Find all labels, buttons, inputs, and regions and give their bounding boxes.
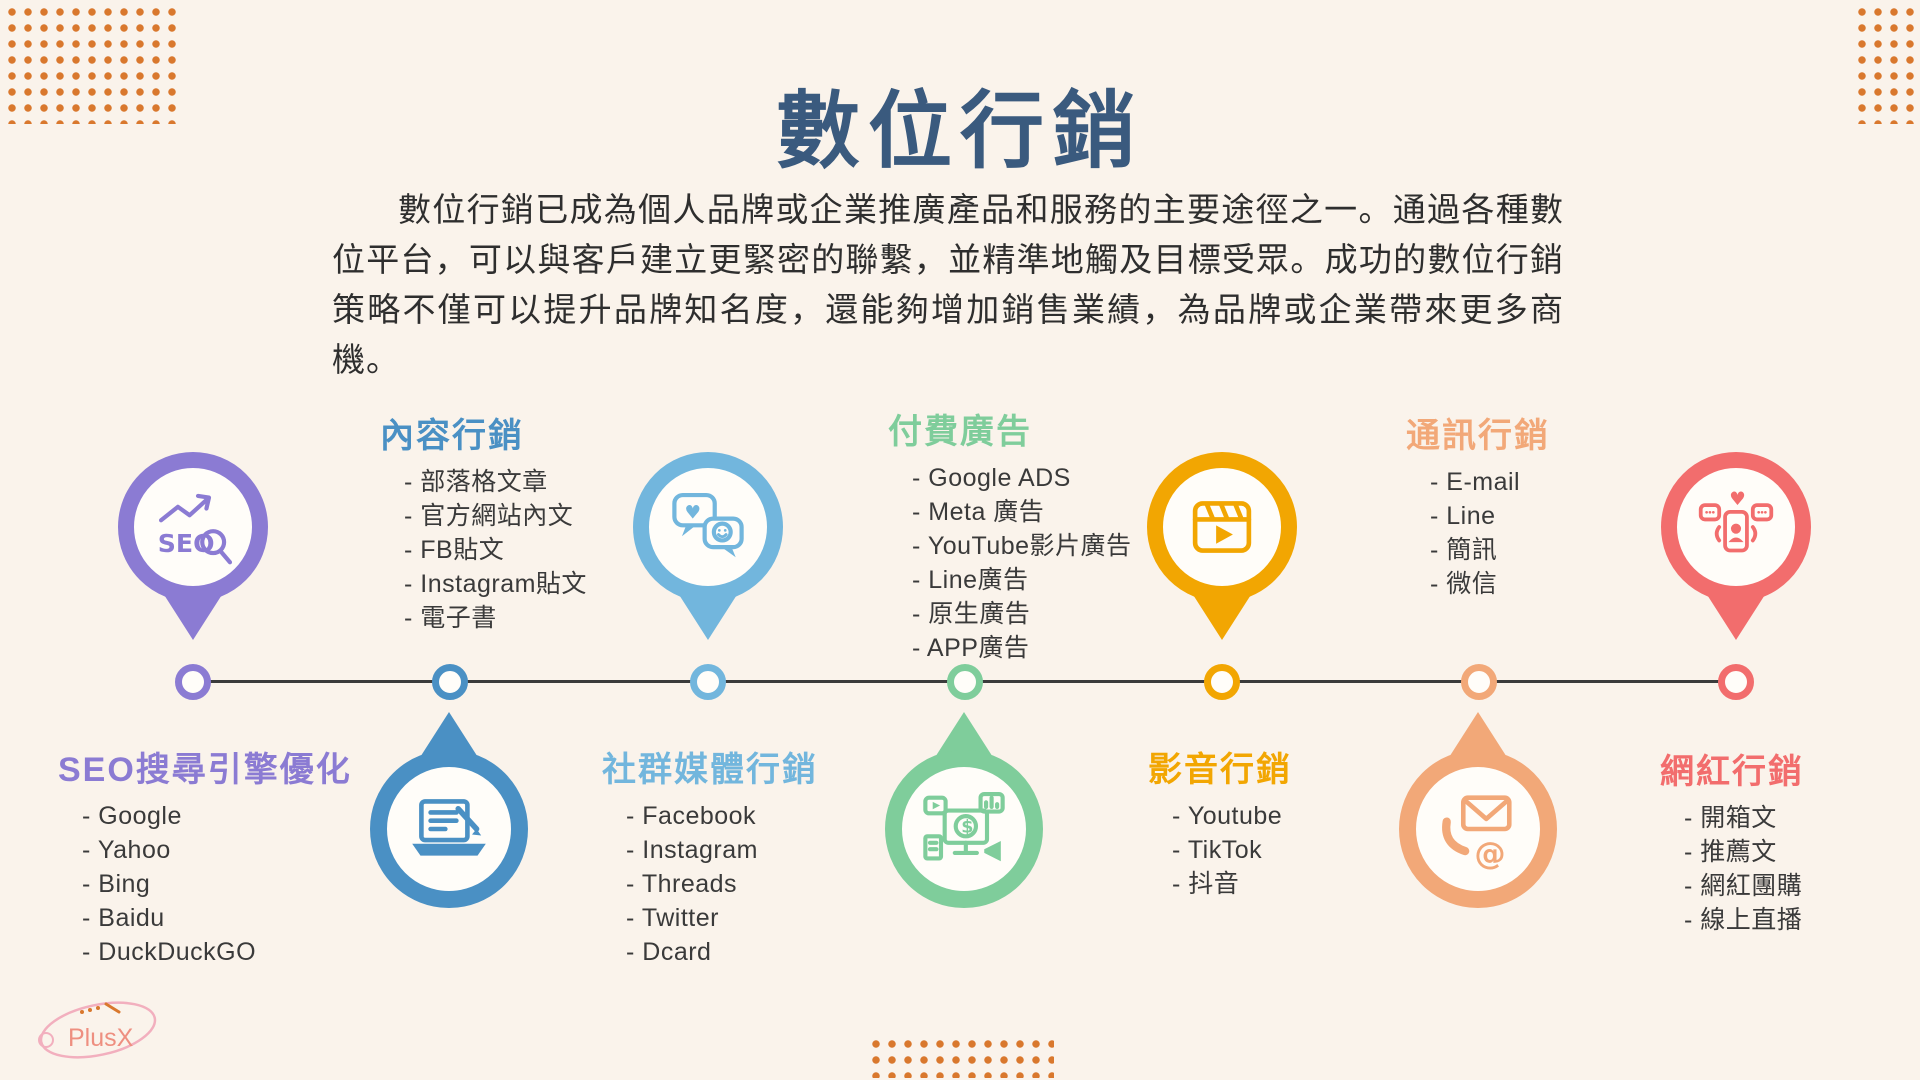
list-item: - DuckDuckGO bbox=[82, 938, 257, 966]
list-item: - E-mail bbox=[1430, 468, 1521, 496]
svg-text:$: $ bbox=[961, 818, 973, 838]
influencer-pin: ♥ bbox=[1661, 452, 1811, 640]
list-item: - 微信 bbox=[1430, 570, 1498, 598]
category-list: - Google - Yahoo - Bing - Baidu - DuckDu… bbox=[58, 799, 352, 969]
list-item: - Line廣告 bbox=[912, 566, 1029, 594]
video-pin bbox=[1147, 452, 1297, 640]
category-list: - Facebook - Instagram - Threads - Twitt… bbox=[602, 799, 818, 969]
category-title: SEO搜尋引擎優化 bbox=[58, 751, 352, 789]
list-item: - Baidu bbox=[82, 904, 165, 932]
list-item: - APP廣告 bbox=[912, 634, 1030, 662]
laptop-writing-icon bbox=[412, 799, 486, 856]
category-influencer: 網紅行銷 - 開箱文 - 推薦文 - 網紅團購 - 線上直播 bbox=[1660, 744, 1804, 937]
paid-ads-pin-circle: $ bbox=[885, 750, 1043, 908]
page-title: 數位行銷 bbox=[775, 86, 1144, 179]
category-list: - Youtube - TikTok - 抖音 bbox=[1148, 799, 1292, 901]
content-pin bbox=[370, 712, 528, 908]
timeline-node-video bbox=[1204, 664, 1240, 700]
list-item: - 網紅團購 bbox=[1684, 872, 1803, 900]
dots-decoration-top-right bbox=[1854, 4, 1918, 124]
category-content: 內容行銷 - 部落格文章 - 官方網站內文 - FB貼文 - Instagram… bbox=[380, 408, 587, 635]
category-title: 付費廣告 bbox=[888, 413, 1032, 451]
plusx-logo-icon: PlusX bbox=[38, 1001, 157, 1059]
video-pin-pointer bbox=[1190, 590, 1254, 640]
list-item: - Bing bbox=[82, 870, 151, 898]
list-item: - Google ADS bbox=[912, 464, 1071, 492]
svg-text:@: @ bbox=[1474, 836, 1505, 872]
seo-pin-circle: SEO bbox=[118, 452, 268, 602]
intro-paragraph: 數位行銷已成為個人品牌或企業推廣產品和服務的主要途徑之一。通過各種數位平台，可以… bbox=[332, 193, 1564, 379]
category-social: 社群媒體行銷 - Facebook - Instagram - Threads … bbox=[602, 742, 818, 969]
social-pin: ♥ bbox=[633, 452, 783, 640]
timeline-node-content bbox=[432, 664, 468, 700]
list-item: - TikTok bbox=[1172, 836, 1263, 864]
list-item: - Instagram貼文 bbox=[404, 570, 587, 598]
category-title: 影音行銷 bbox=[1148, 751, 1292, 789]
category-messaging: 通訊行銷 - E-mail - Line - 簡訊 - 微信 bbox=[1406, 408, 1550, 601]
list-item: - 線上直播 bbox=[1684, 906, 1803, 934]
list-item: - Twitter bbox=[626, 904, 719, 932]
list-item: - YouTube影片廣告 bbox=[912, 532, 1132, 560]
messaging-pin: @ bbox=[1399, 712, 1557, 908]
mail-phone-icon: @ bbox=[1442, 795, 1512, 872]
influencer-pin-pointer bbox=[1704, 590, 1768, 640]
chat-bubbles-icon: ♥ bbox=[672, 492, 744, 558]
list-item: - Yahoo bbox=[82, 836, 171, 864]
list-item: - 電子書 bbox=[404, 604, 497, 632]
svg-text:♥: ♥ bbox=[1729, 489, 1746, 510]
content-pin-circle bbox=[370, 750, 528, 908]
social-pin-circle: ♥ bbox=[633, 452, 783, 602]
list-item: - Google bbox=[82, 802, 182, 830]
category-title: 網紅行銷 bbox=[1660, 753, 1804, 791]
category-seo: SEO搜尋引擎優化 - Google - Yahoo - Bing - Baid… bbox=[58, 742, 352, 969]
ads-monitor-icon: $ bbox=[923, 791, 1005, 862]
list-item: - Youtube bbox=[1172, 802, 1283, 830]
dots-decoration-bottom-center bbox=[868, 1036, 1054, 1078]
messaging-pin-circle: @ bbox=[1399, 750, 1557, 908]
list-item: - Dcard bbox=[626, 938, 712, 966]
video-clapper-icon bbox=[1192, 501, 1252, 553]
list-item: - Instagram bbox=[626, 836, 758, 864]
category-list: - 開箱文 - 推薦文 - 網紅團購 - 線上直播 bbox=[1660, 801, 1804, 937]
influencer-pin-circle: ♥ bbox=[1661, 452, 1811, 602]
category-list: - E-mail - Line - 簡訊 - 微信 bbox=[1406, 465, 1550, 601]
category-title: 內容行銷 bbox=[380, 417, 524, 455]
category-title: 通訊行銷 bbox=[1406, 417, 1550, 455]
influencer-phone-icon: ♥ bbox=[1698, 489, 1774, 553]
paid-ads-pin: $ bbox=[885, 712, 1043, 908]
category-paid-ads: 付費廣告 - Google ADS - Meta 廣告 - YouTube影片廣… bbox=[888, 404, 1132, 665]
list-item: - 簡訊 bbox=[1430, 536, 1498, 564]
timeline-node-seo bbox=[175, 664, 211, 700]
list-item: - Line bbox=[1430, 502, 1496, 530]
social-pin-pointer bbox=[676, 590, 740, 640]
dots-decoration-top-left bbox=[4, 4, 182, 124]
list-item: - FB貼文 bbox=[404, 536, 505, 564]
list-item: - Threads bbox=[626, 870, 738, 898]
timeline-node-paid-ads bbox=[947, 664, 983, 700]
plusx-logo: PlusX bbox=[26, 982, 176, 1075]
list-item: - Facebook bbox=[626, 802, 757, 830]
category-title: 社群媒體行銷 bbox=[602, 751, 818, 789]
timeline-node-messaging bbox=[1461, 664, 1497, 700]
category-list: - 部落格文章 - 官方網站內文 - FB貼文 - Instagram貼文 - … bbox=[380, 465, 587, 635]
category-video: 影音行銷 - Youtube - TikTok - 抖音 bbox=[1148, 742, 1292, 901]
list-item: - 推薦文 bbox=[1684, 838, 1777, 866]
list-item: - 原生廣告 bbox=[912, 600, 1031, 628]
plusx-logo-text: PlusX bbox=[68, 1024, 134, 1052]
list-item: - 部落格文章 bbox=[404, 468, 548, 496]
video-pin-circle bbox=[1147, 452, 1297, 602]
category-list: - Google ADS - Meta 廣告 - YouTube影片廣告 - L… bbox=[888, 461, 1132, 665]
seo-pin-pointer bbox=[161, 590, 225, 640]
timeline-node-social bbox=[690, 664, 726, 700]
list-item: - 開箱文 bbox=[1684, 804, 1777, 832]
svg-text:♥: ♥ bbox=[684, 503, 701, 524]
seo-magnifier-icon: SEO bbox=[158, 493, 233, 565]
list-item: - 官方網站內文 bbox=[404, 502, 574, 530]
timeline-node-influencer bbox=[1718, 664, 1754, 700]
list-item: - Meta 廣告 bbox=[912, 498, 1045, 526]
list-item: - 抖音 bbox=[1172, 870, 1240, 898]
seo-pin: SEO bbox=[118, 452, 268, 640]
